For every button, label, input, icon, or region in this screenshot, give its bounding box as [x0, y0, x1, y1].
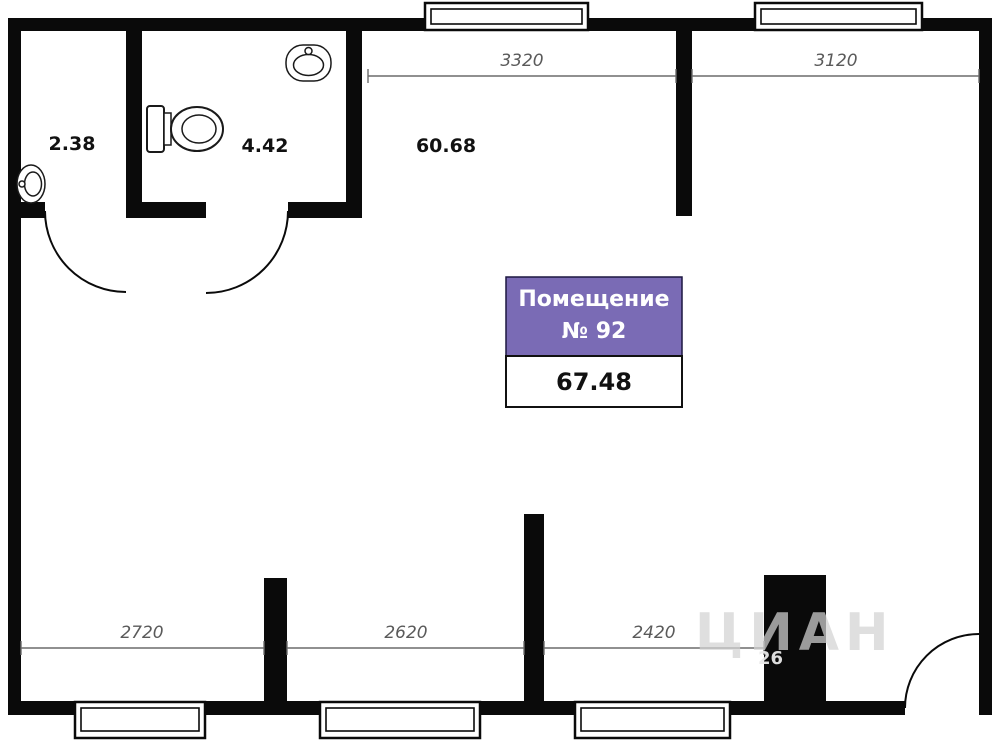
- window-glass: [580, 707, 725, 732]
- room-label-wc: 2.38: [49, 133, 96, 155]
- walls: [8, 18, 992, 715]
- entrance-door-arc: [904, 633, 980, 709]
- dimension-lines: 3320 3120 2720 2620 2420: [20, 51, 980, 655]
- bath-door-arc: [205, 210, 289, 294]
- bottom-wall-seg-2: [205, 701, 320, 715]
- bottom-pier-1: [264, 578, 287, 715]
- window-glass: [325, 707, 475, 732]
- wall-between-wc-bath: [126, 18, 142, 218]
- sink-icon-wc: [16, 164, 46, 204]
- window-glass: [760, 8, 917, 25]
- bottom-pier-3: [764, 575, 826, 715]
- bath-bottom-wall-left: [142, 202, 206, 218]
- window-glass: [80, 707, 200, 732]
- top-wall-left: [8, 18, 425, 31]
- fixtures: [16, 44, 332, 204]
- bottom-window-2: [318, 700, 482, 740]
- dim-label-top-2: 3120: [814, 51, 857, 71]
- top-window-1: [423, 1, 590, 32]
- dim-label-top-1: 3320: [500, 51, 543, 71]
- doors: [44, 210, 980, 709]
- bath-bottom-wall-right: [288, 202, 362, 218]
- room-labels: 2.38 4.42 60.68: [49, 133, 477, 157]
- watermark-fragment: 26: [758, 648, 783, 669]
- top-window-2: [753, 1, 924, 32]
- unit-info-box: Помещение № 92 67.48: [505, 276, 683, 408]
- dim-label-bottom-2: 2620: [384, 623, 427, 643]
- room-label-bathroom: 4.42: [242, 135, 289, 157]
- unit-area-box: [505, 355, 683, 408]
- sink-icon-bathroom: [285, 44, 332, 82]
- wc-bottom-wall: [8, 202, 45, 218]
- bath-right-wall: [346, 18, 362, 218]
- watermark: ЦИАН 26: [695, 603, 895, 669]
- bottom-window-3: [573, 700, 732, 740]
- bottom-pier-2: [524, 514, 544, 715]
- right-wall: [979, 18, 992, 715]
- upper-divider-wall: [676, 18, 692, 216]
- watermark-brand: ЦИАН: [695, 603, 895, 663]
- windows: [73, 1, 924, 740]
- bottom-window-1: [73, 700, 207, 740]
- top-wall-right: [922, 18, 992, 31]
- unit-number: № 92: [562, 319, 627, 344]
- unit-title: Помещение: [518, 287, 669, 312]
- unit-title-box: [505, 276, 683, 357]
- bottom-wall-seg-1: [8, 701, 75, 715]
- dim-label-bottom-3: 2420: [632, 623, 675, 643]
- left-wall: [8, 18, 21, 715]
- unit-area: 67.48: [556, 368, 632, 396]
- toilet-icon: [146, 105, 224, 153]
- top-wall-middle: [588, 18, 755, 31]
- room-label-main: 60.68: [416, 135, 476, 157]
- dim-label-bottom-1: 2720: [120, 623, 163, 643]
- wc-door-arc: [44, 210, 127, 293]
- window-glass: [430, 8, 583, 25]
